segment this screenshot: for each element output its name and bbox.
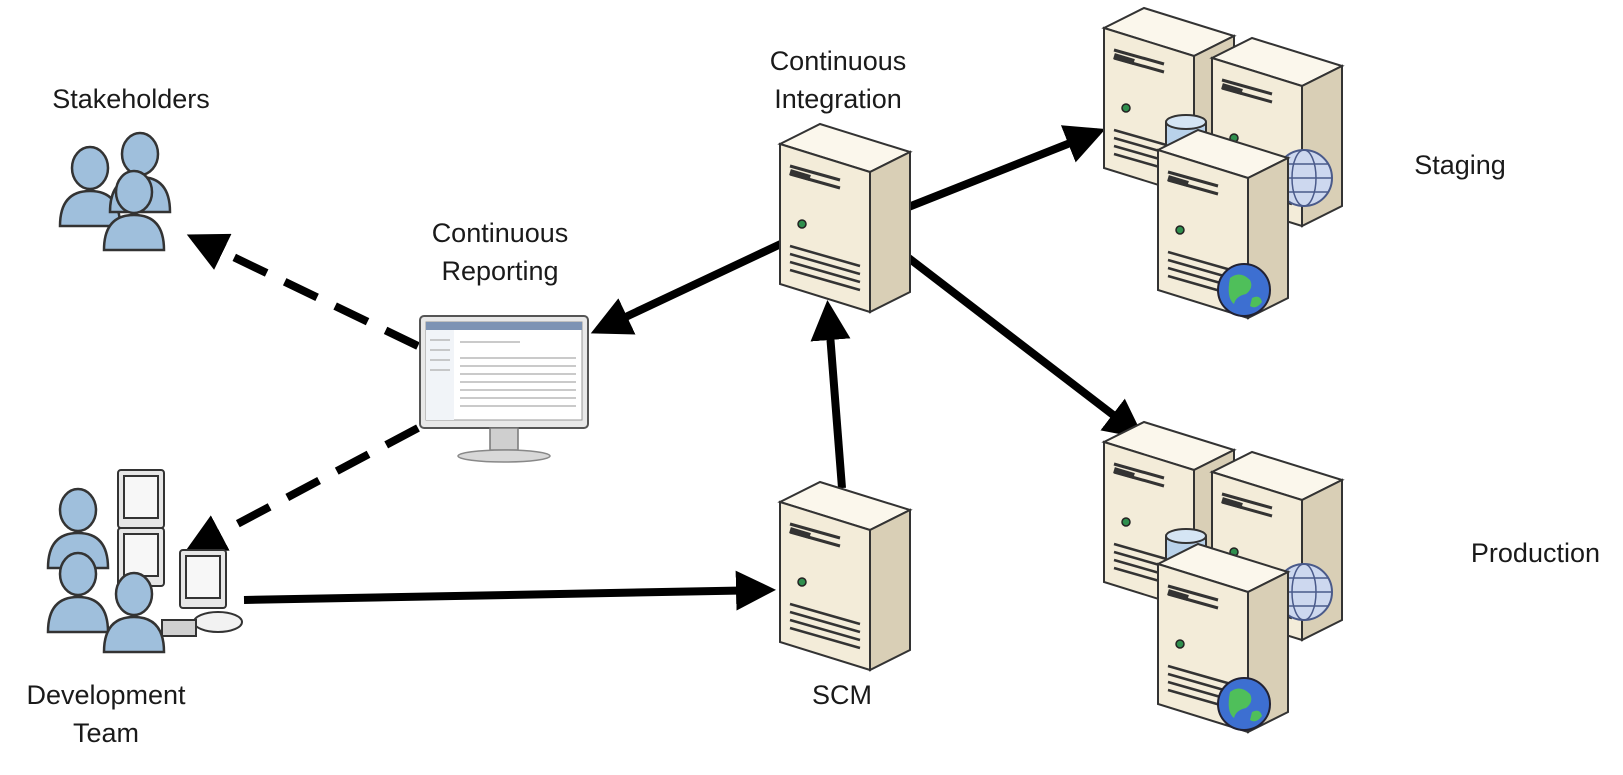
- edge-reporting-to-stakeholders: [186, 233, 420, 350]
- staging-cluster-icon: [1104, 8, 1342, 318]
- scm-server-icon: [780, 482, 910, 670]
- development-team-label-line2: Team: [72, 718, 140, 748]
- continuous-reporting-label-line1: Continuous: [431, 218, 569, 248]
- edge-ci-to-reporting: [590, 238, 787, 335]
- ci-server-icon: [780, 124, 910, 312]
- edge-ci-to-production: [903, 252, 1145, 439]
- edge-ci-to-staging: [904, 125, 1106, 212]
- continuous-reporting-label: Continuous Reporting: [380, 214, 620, 290]
- development-team-label-line1: Development: [26, 680, 186, 710]
- development-team-label: Development Team: [0, 676, 212, 752]
- edges: [184, 125, 1145, 611]
- developers-workstations-icon: [46, 469, 243, 654]
- edge-scm-to-ci: [810, 300, 851, 489]
- staging-label: Staging: [1414, 150, 1506, 180]
- production-label: Production: [1470, 538, 1600, 568]
- edge-reporting-to-devteam: [184, 424, 420, 552]
- continuous-reporting-label-line2: Reporting: [441, 256, 559, 286]
- continuous-integration-label-line1: Continuous: [769, 46, 907, 76]
- people-group-icon: [58, 131, 172, 252]
- report-monitor-icon: [419, 315, 589, 463]
- stakeholders-label: Stakeholders: [52, 84, 210, 114]
- edge-devteam-to-scm: [243, 570, 776, 611]
- scm-label: SCM: [812, 680, 872, 710]
- production-cluster-icon: [1104, 422, 1342, 732]
- continuous-integration-label: Continuous Integration: [718, 42, 958, 118]
- continuous-integration-label-line2: Integration: [774, 84, 902, 114]
